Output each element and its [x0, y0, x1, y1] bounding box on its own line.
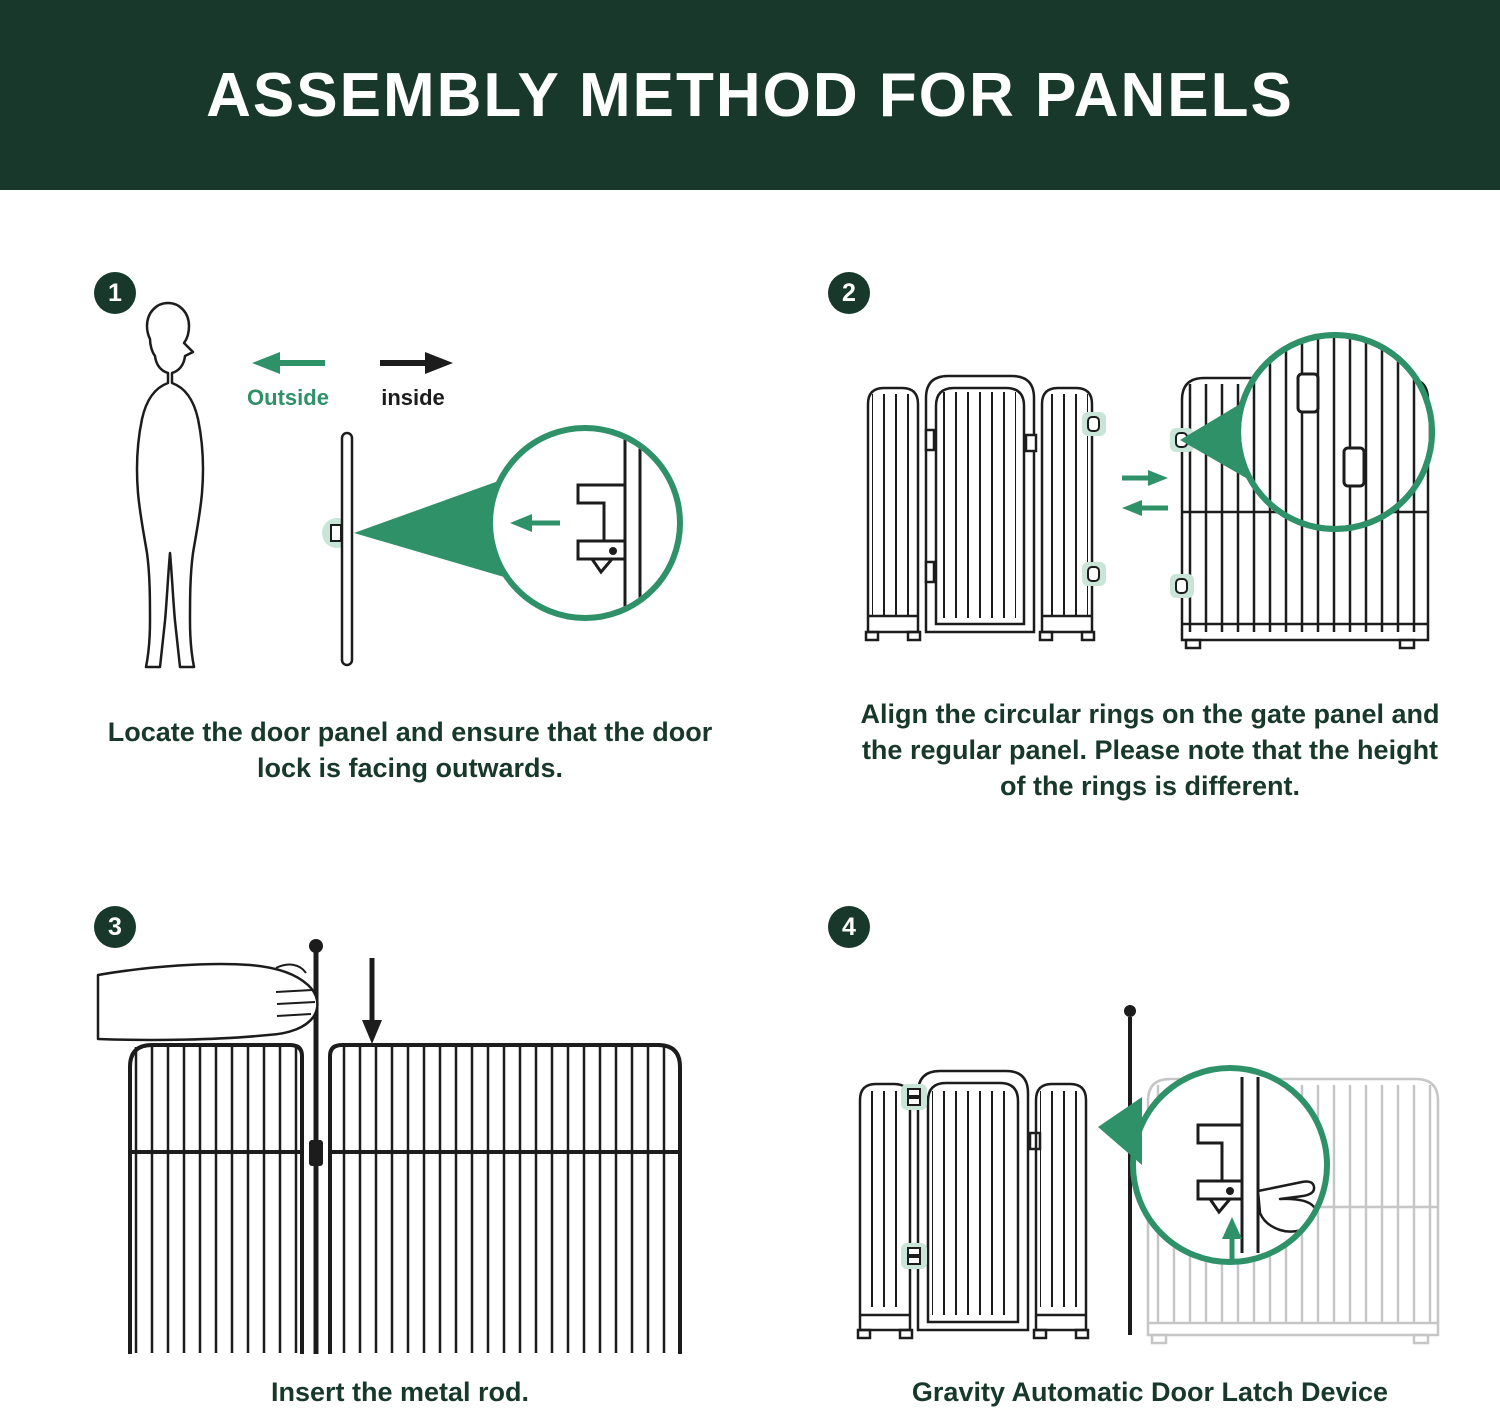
door-hinge-icon: [924, 560, 936, 584]
outside-arrow-icon: [252, 352, 325, 374]
hinge-icon: [907, 1088, 921, 1097]
door-latch-icon: [1024, 433, 1038, 453]
step1-badge: 1: [94, 272, 136, 314]
insert-down-arrow-icon: [362, 958, 382, 1044]
zoom-pointer-wedge: [354, 479, 504, 577]
door-lock-zoom-circle: [487, 425, 683, 621]
latch-zoom-circle: [1130, 1065, 1330, 1265]
step1-caption: Locate the door panel and ensure that th…: [107, 717, 713, 784]
step3-caption: Insert the metal rod.: [270, 1377, 530, 1407]
step2-illustration: [864, 332, 1435, 650]
hinge-icon: [907, 1247, 921, 1256]
ring-icon: [1087, 566, 1100, 582]
step3-badge: 3: [94, 906, 136, 948]
rod-clamp-icon: [309, 1140, 323, 1166]
door-hinge-icon: [924, 428, 936, 452]
step2-badge: 2: [828, 272, 870, 314]
panel-ring-highlights: [1170, 428, 1194, 598]
outside-label: Outside: [247, 385, 329, 410]
step4-caption: Gravity Automatic Door Latch Device: [911, 1377, 1389, 1407]
rings-zoom-circle: [1235, 332, 1435, 532]
align-arrows-icon: [1122, 470, 1168, 516]
connecting-rod: [1124, 1005, 1136, 1335]
fence-panels: [128, 1043, 682, 1354]
inside-label: inside: [381, 385, 445, 410]
gravity-latch-icon: [576, 483, 625, 575]
hinge-icon: [907, 1256, 921, 1265]
step2-caption: Align the circular rings on the gate pan…: [860, 699, 1440, 802]
panel-edge-lines: [623, 431, 642, 615]
pointing-hand-icon: [1256, 1180, 1319, 1233]
lift-up-arrow-icon: [1222, 1217, 1242, 1259]
zoom-pointer-wedge: [1098, 1097, 1142, 1165]
step3-illustration: [96, 939, 682, 1354]
step1-illustration: Outside inside: [135, 301, 683, 669]
hand-holding-rod-icon: [96, 962, 319, 1042]
door-panel-side-view: [322, 431, 354, 667]
ring-slot-icon: [1296, 372, 1320, 414]
door-lock-icon: [330, 524, 342, 542]
gate-panel-assembly: [864, 374, 1096, 642]
hinge-highlights: [901, 1084, 927, 1269]
gravity-latch-icon: [1196, 1123, 1242, 1215]
panel-edge-lines: [1240, 1077, 1260, 1253]
ring-icon: [1175, 578, 1188, 594]
metal-rod: [309, 939, 323, 1354]
step4-illustration: [856, 1005, 1440, 1345]
person-figure: [135, 301, 205, 669]
hinge-icon: [907, 1097, 921, 1106]
inside-arrow-icon: [380, 352, 453, 374]
step4-badge: 4: [828, 906, 870, 948]
gate-panel-assembly: [856, 1069, 1090, 1340]
gate-ring-highlights: [1082, 412, 1106, 586]
page-title: ASSEMBLY METHOD FOR PANELS: [206, 60, 1294, 130]
header-banner: ASSEMBLY METHOD FOR PANELS: [0, 0, 1500, 190]
latch-direction-arrow-icon: [510, 514, 560, 532]
ring-icon: [1087, 416, 1100, 432]
ring-slot-icon: [1342, 446, 1366, 488]
